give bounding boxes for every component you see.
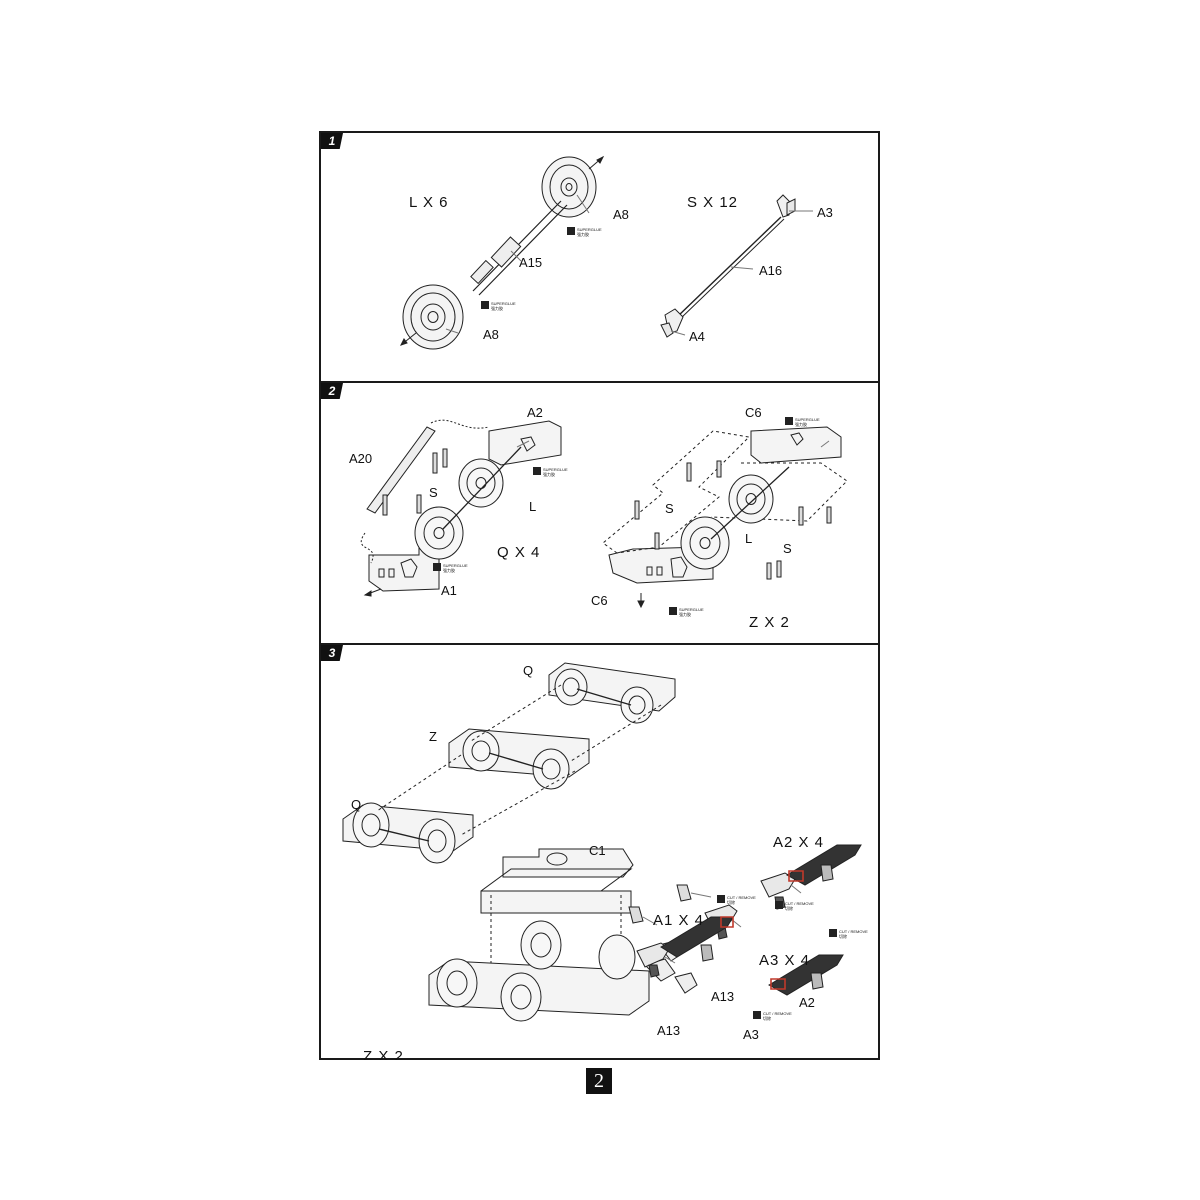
step-2-panel: 2 <box>321 383 878 645</box>
part-label: C6 <box>745 405 762 420</box>
superglue-icon: SUPERGLUE 强力胶 <box>785 417 820 427</box>
svg-text:SUPERGLUE: SUPERGLUE <box>795 417 820 422</box>
part-label: S <box>783 541 792 556</box>
cut-remove-icon: CUT / REMOVE 切除 <box>829 929 868 939</box>
quantity-label: Z X 2 <box>363 1048 404 1060</box>
part-label: A15 <box>519 255 542 270</box>
assembly-label: Z <box>429 729 437 744</box>
svg-text:切除: 切除 <box>785 905 793 911</box>
spring-illustration <box>660 194 813 338</box>
part-label: A2 <box>527 405 543 420</box>
cut-remove-icon: CUT / REMOVE 切除 <box>717 895 756 905</box>
part-label: A3 <box>743 1027 759 1042</box>
superglue-icon: SUPERGLUE 强力胶 <box>669 607 704 617</box>
part-label: L <box>529 499 536 514</box>
part-sprue-illustration <box>660 844 862 996</box>
q-truck-illustration <box>360 419 562 597</box>
exploded-truck-illustration <box>342 662 676 864</box>
superglue-icon: SUPERGLUE 强力胶 <box>567 227 602 237</box>
svg-text:切除: 切除 <box>839 933 847 939</box>
svg-text:SUPERGLUE: SUPERGLUE <box>577 227 602 232</box>
quantity-label: A3 X 4 <box>759 952 810 969</box>
part-label: C6 <box>591 593 608 608</box>
part-label: A1 <box>441 583 457 598</box>
step-3-badge: 3 <box>321 645 343 661</box>
svg-text:CUT / REMOVE: CUT / REMOVE <box>839 929 868 934</box>
svg-text:强力胶: 强力胶 <box>491 305 503 311</box>
superglue-icon: SUPERGLUE 强力胶 <box>481 301 516 311</box>
part-label: C1 <box>589 843 606 858</box>
part-label: A13 <box>711 989 734 1004</box>
svg-text:强力胶: 强力胶 <box>795 421 807 427</box>
svg-text:CUT / REMOVE: CUT / REMOVE <box>785 901 814 906</box>
part-label: A16 <box>759 263 782 278</box>
part-label: A8 <box>483 327 499 342</box>
superglue-icon: SUPERGLUE 强力胶 <box>533 467 568 477</box>
step-3-panel: 3 <box>321 645 878 1060</box>
assembly-label: Q <box>351 797 361 812</box>
part-label: S <box>665 501 674 516</box>
quantity-label: A1 X 4 <box>653 912 704 929</box>
svg-text:强力胶: 强力胶 <box>577 231 589 237</box>
svg-text:CUT / REMOVE: CUT / REMOVE <box>727 895 756 900</box>
svg-text:SUPERGLUE: SUPERGLUE <box>543 467 568 472</box>
step-2-diagram: SUPERGLUE 强力胶 SUPERGLUE 强力胶 SUPERGLUE 强力… <box>349 405 848 631</box>
z-truck-illustration <box>602 426 848 609</box>
part-label: A13 <box>657 1023 680 1038</box>
instruction-frame: 1 <box>319 131 880 1060</box>
step-1-diagram: SUPERGLUE 强力胶 SUPERGLUE 强力胶 L X 6 S X 12… <box>400 155 833 350</box>
assembly-label: Q <box>523 663 533 678</box>
part-label: A20 <box>349 451 372 466</box>
part-label: A8 <box>613 207 629 222</box>
quantity-label: S X 12 <box>687 194 738 211</box>
svg-text:SUPERGLUE: SUPERGLUE <box>491 301 516 306</box>
part-label: A1 <box>691 1057 707 1060</box>
quantity-label: A2 X 4 <box>773 834 824 851</box>
step-1-panel: 1 <box>321 133 878 383</box>
assembled-truck-illustration <box>428 848 698 1022</box>
svg-text:切除: 切除 <box>763 1015 771 1021</box>
superglue-icon: SUPERGLUE 强力胶 <box>433 563 468 573</box>
part-label: A4 <box>689 329 705 344</box>
svg-text:CUT / REMOVE: CUT / REMOVE <box>763 1011 792 1016</box>
step-3-diagram: CUT / REMOVE 切除 CUT / REMOVE 切除 CUT / RE… <box>342 662 868 1060</box>
svg-text:切除: 切除 <box>727 899 735 905</box>
part-label: A2 <box>799 995 815 1010</box>
cut-remove-icon: CUT / REMOVE 切除 <box>753 1011 792 1021</box>
wheelset-illustration <box>400 155 605 350</box>
step-1-badge: 1 <box>321 133 343 149</box>
svg-text:强力胶: 强力胶 <box>679 611 691 617</box>
cut-remove-icon: CUT / REMOVE 切除 <box>775 901 814 911</box>
page-number: 2 <box>586 1068 612 1094</box>
svg-text:强力胶: 强力胶 <box>443 567 455 573</box>
part-label: S <box>429 485 438 500</box>
quantity-label: L X 6 <box>409 194 448 211</box>
quantity-label: Z X 2 <box>749 614 790 631</box>
part-label: A3 <box>817 205 833 220</box>
part-label: L <box>745 531 752 546</box>
svg-text:强力胶: 强力胶 <box>543 471 555 477</box>
svg-text:SUPERGLUE: SUPERGLUE <box>443 563 468 568</box>
svg-text:SUPERGLUE: SUPERGLUE <box>679 607 704 612</box>
step-2-badge: 2 <box>321 383 343 399</box>
quantity-label: Q X 4 <box>497 544 540 561</box>
